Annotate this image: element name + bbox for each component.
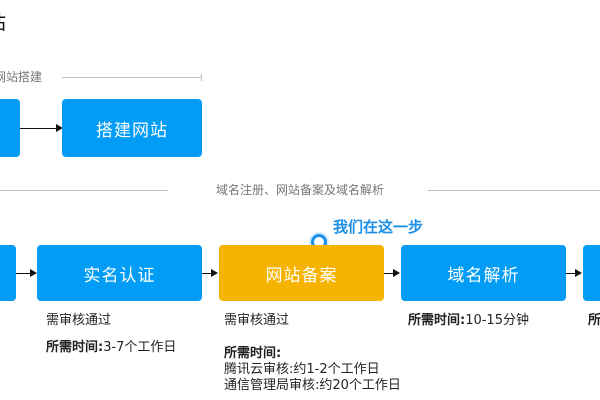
note-filing-review: 需审核通过 <box>224 313 290 328</box>
arrow-line <box>202 273 212 274</box>
step-box-partial-row1 <box>0 99 20 157</box>
note-time-value: 3-7个工作日 <box>103 340 177 355</box>
section-divider-line <box>62 77 202 78</box>
note-filing-time-label: 所需时间: <box>224 346 281 362</box>
page-title: 站 <box>0 6 6 35</box>
note-filing-miit: 通信管理局审核:约20个工作日 <box>224 378 401 393</box>
step-box-site-filing: 网站备案 <box>219 245 384 301</box>
section-divider-line <box>0 190 168 191</box>
arrow-line <box>384 273 394 274</box>
step-box-dns-resolve: 域名解析 <box>401 245 566 301</box>
section-label-site-build: 网站搭建 <box>0 70 43 84</box>
step-box-realname-verify: 实名认证 <box>37 245 202 301</box>
note-realname-time: 所需时间:3-7个工作日 <box>46 340 176 356</box>
arrow-head-icon <box>30 269 37 277</box>
section-divider-tick <box>201 74 202 81</box>
note-time-label: 所需时间: <box>224 346 282 361</box>
note-time-label: 所需时间: <box>408 313 466 328</box>
note-time-label: 所需时间: <box>46 340 104 355</box>
note-partial-edge: 所 <box>588 313 600 329</box>
arrow-head-icon <box>211 269 218 277</box>
step-box-partial-row2 <box>0 245 16 301</box>
step-box-partial-next <box>583 245 600 301</box>
note-edge-label: 所 <box>588 313 600 328</box>
arrow-line <box>566 273 576 274</box>
step-box-build-site: 搭建网站 <box>62 99 202 157</box>
section-divider-line <box>428 190 600 191</box>
arrow-line <box>16 273 30 274</box>
arrow-head-icon <box>575 269 582 277</box>
note-realname-review: 需审核通过 <box>46 313 112 328</box>
note-dns-time: 所需时间:10-15分钟 <box>408 313 529 329</box>
note-filing-tencent: 腾讯云审核:约1-2个工作日 <box>224 362 380 377</box>
arrow-line <box>20 128 56 129</box>
note-time-value: 10-15分钟 <box>465 313 529 328</box>
current-step-callout: 我们在这一步 <box>333 218 424 236</box>
arrow-head-icon <box>56 124 63 132</box>
arrow-head-icon <box>393 269 400 277</box>
section-label-domain-filing: 域名注册、网站备案及域名解析 <box>215 183 384 197</box>
